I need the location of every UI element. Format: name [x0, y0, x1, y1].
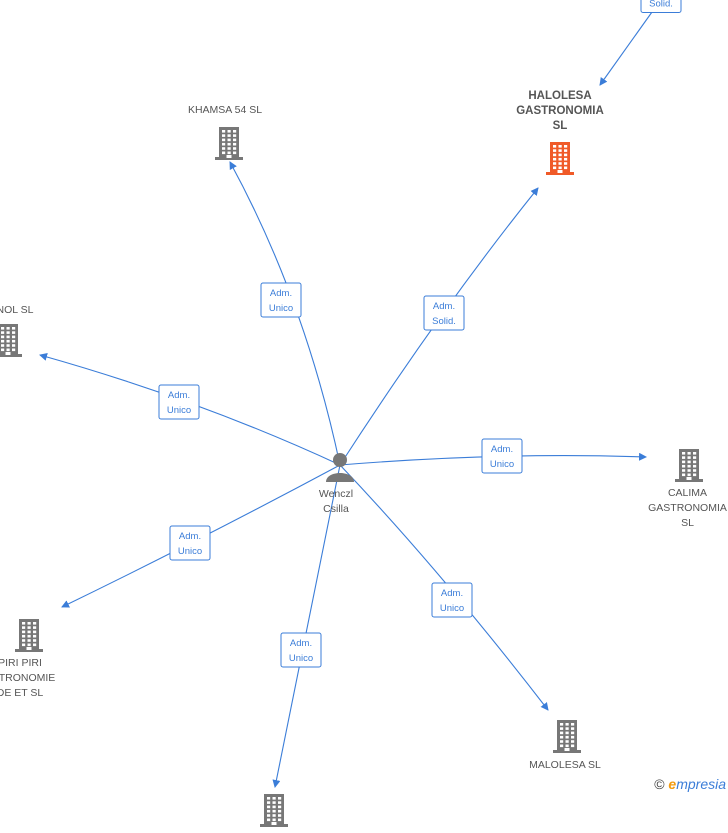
role-label: Solid.: [432, 316, 456, 327]
company-name-label: KHAMSA 54 SL: [187, 104, 263, 116]
role-label: Adm.: [168, 390, 190, 401]
role-badge[interactable]: Adm. Unico: [280, 632, 322, 668]
company-name-label: NOL SL: [0, 304, 34, 316]
role-badge[interactable]: Adm. Unico: [169, 525, 211, 561]
building-icon: [0, 324, 22, 357]
role-badge[interactable]: Adm. Unico: [158, 384, 200, 420]
role-label: Adm.: [433, 301, 455, 312]
role-label: Unico: [289, 653, 313, 664]
company-node-piri[interactable]: [13, 617, 45, 658]
role-label: Adm.: [441, 588, 463, 599]
brand-logo-letter: e: [668, 776, 677, 792]
company-node-khamsa[interactable]: [213, 125, 245, 166]
brand-logo-text: mpresia: [676, 776, 726, 792]
relation-edge: [339, 464, 549, 711]
role-label: Unico: [167, 405, 191, 416]
role-badge[interactable]: Adm. Unico: [260, 282, 302, 318]
person-name-label: Wenczl Csilla: [318, 488, 354, 515]
company-node-bottom[interactable]: [258, 792, 290, 833]
company-node-halolesa[interactable]: [544, 140, 576, 181]
company-name-label: HALOLESA GASTRONOMIA SL: [516, 90, 604, 132]
building-icon: [553, 720, 581, 753]
company-node-calima[interactable]: [673, 447, 705, 488]
role-label: Adm.: [290, 638, 312, 649]
copyright-symbol: ©: [654, 776, 665, 792]
role-label: Unico: [178, 546, 202, 557]
role-badge[interactable]: Adm. Unico: [481, 438, 523, 474]
person-node[interactable]: [322, 450, 358, 484]
building-icon: [546, 142, 574, 175]
role-badge[interactable]: Solid.: [640, 0, 682, 13]
building-icon: [215, 127, 243, 160]
role-label: Adm.: [491, 444, 513, 455]
role-badge[interactable]: Adm. Unico: [431, 582, 473, 618]
role-label: Adm.: [179, 531, 201, 542]
company-name-label: CALIMA GASTRONOMIA SL: [648, 487, 727, 529]
building-icon: [675, 449, 703, 482]
relation-edge: [599, 11, 653, 86]
role-label: Unico: [440, 603, 464, 614]
company-node-malolesa[interactable]: [551, 718, 583, 759]
company-name-label: MALOLESA SL: [529, 759, 601, 771]
role-label: Unico: [269, 303, 293, 314]
company-name-label: PIRI PIRI ASTRONOMIE DE ET SL: [0, 657, 56, 699]
role-label: Unico: [490, 459, 514, 470]
role-label: Adm.: [270, 288, 292, 299]
building-icon: [260, 794, 288, 827]
role-badge[interactable]: Adm. Solid.: [423, 295, 465, 331]
role-label: Solid.: [649, 0, 673, 10]
building-icon: [15, 619, 43, 652]
company-node-nol[interactable]: [0, 322, 24, 363]
person-icon: [326, 453, 354, 482]
empresia-watermark: © empresia: [654, 776, 726, 792]
